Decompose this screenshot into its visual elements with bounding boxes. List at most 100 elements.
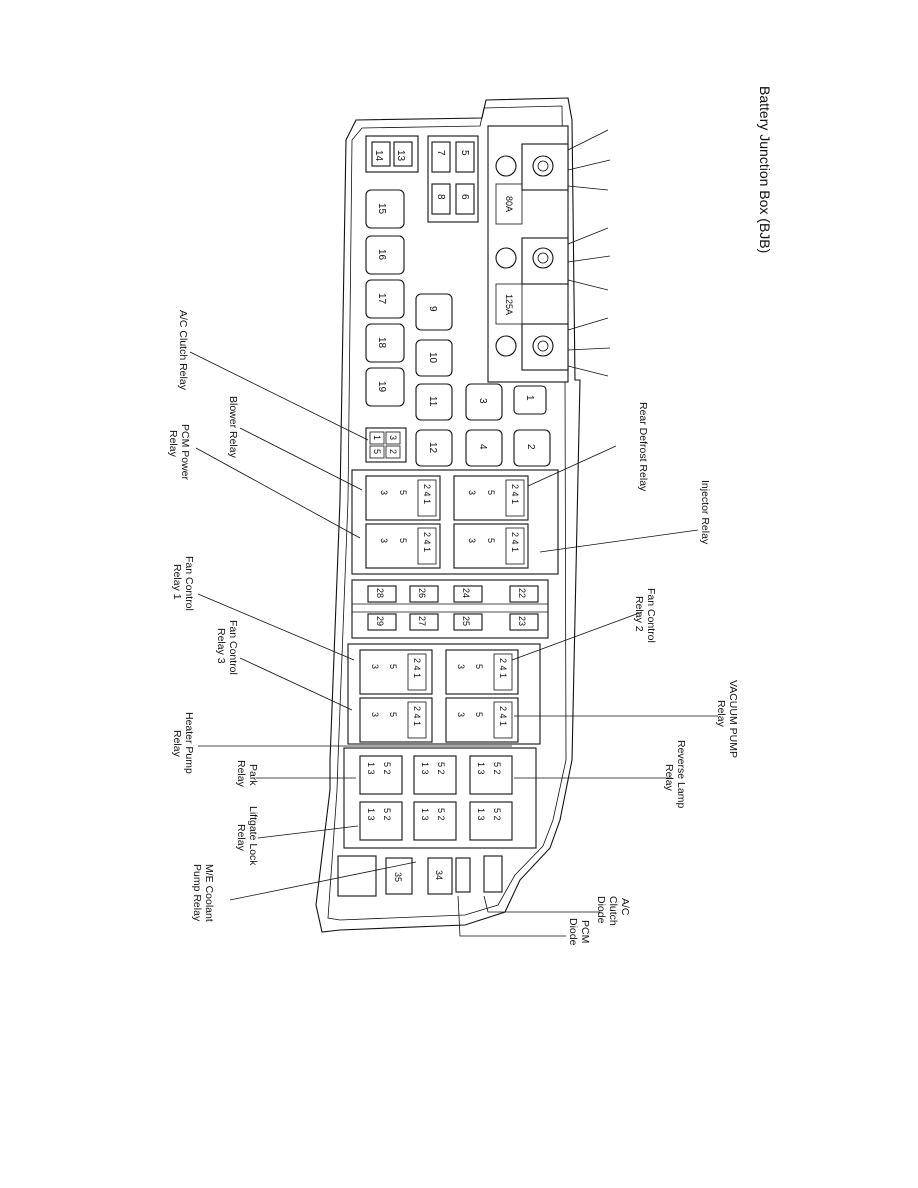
svg-text:1 3: 1 3 xyxy=(476,808,486,821)
ac-clutch-diode-label-2: Clutch xyxy=(607,896,619,926)
svg-text:1 3: 1 3 xyxy=(476,762,486,775)
svg-text:3: 3 xyxy=(456,712,466,717)
me-coolant-pump-relay-label-2: Pump Relay xyxy=(191,864,203,922)
park-relay-label-2: Relay xyxy=(235,760,247,788)
callout-labels: A/C Clutch Relay Blower Relay PCM Power … xyxy=(167,310,739,946)
svg-text:5 2: 5 2 xyxy=(436,808,446,821)
micro-relay-grid: 1 3 5 2 1 3 5 2 1 3 5 2 1 3 5 2 1 3 5 2 … xyxy=(343,747,537,849)
fan-control-relay-2-label-1: Fan Control xyxy=(645,588,657,643)
ac-clutch-diode-label-1: A/C xyxy=(619,898,631,916)
svg-text:1 3: 1 3 xyxy=(366,762,376,775)
reverse-lamp-relay-label-2: Relay xyxy=(663,764,675,792)
fan-control-relay-3-label-1: Fan Control xyxy=(227,620,239,675)
vacuum-pump-relay-label-1: VACUUM PUMP xyxy=(727,680,739,758)
fuse-17-label: 17 xyxy=(376,293,387,305)
leader-lines xyxy=(189,351,718,937)
reverse-lamp-relay-label-1: Reverse Lamp xyxy=(675,740,687,808)
bottom-component-row: 35 34 xyxy=(337,855,503,897)
svg-text:3: 3 xyxy=(379,490,389,495)
mid-fuse-block: 9 10 11 12 3 4 2 1 xyxy=(415,293,551,467)
fuse-8-label: 8 xyxy=(435,194,446,200)
mini-fuse-row: 28 26 24 22 29 27 25 23 xyxy=(351,579,549,639)
svg-text:5: 5 xyxy=(474,664,484,669)
ac-pin-2: 2 xyxy=(388,449,398,454)
svg-text:2 4 1: 2 4 1 xyxy=(510,532,520,552)
fuse-3-label: 3 xyxy=(477,398,488,404)
fuse-11-label: 11 xyxy=(427,396,438,407)
top-mini-fuse-block: 14 13 5 7 6 8 xyxy=(365,135,479,223)
ac-pin-3: 3 xyxy=(388,435,398,440)
svg-text:2 4 1: 2 4 1 xyxy=(422,532,432,552)
pcm-power-relay-label-1: PCM Power xyxy=(179,424,191,481)
fuse-6-label: 6 xyxy=(459,194,470,200)
heater-pump-relay-label-1: Heater Pump xyxy=(183,712,195,774)
pcm-diode-label-2: Diode xyxy=(567,918,579,946)
fuse-26-label: 26 xyxy=(417,588,427,598)
fuse-24-label: 24 xyxy=(461,588,471,598)
svg-text:3: 3 xyxy=(370,712,380,717)
svg-text:5 2: 5 2 xyxy=(436,762,446,775)
ac-pin-5: 5 xyxy=(372,449,382,454)
svg-text:1 3: 1 3 xyxy=(366,808,376,821)
vacuum-pump-relay-label-2: Relay xyxy=(715,700,727,728)
svg-text:2 4 1: 2 4 1 xyxy=(412,658,422,678)
svg-text:5 2: 5 2 xyxy=(492,762,502,775)
maxi-fuse-column: 15 16 17 18 19 xyxy=(365,189,405,407)
heater-pump-relay-label-2: Relay xyxy=(171,730,183,758)
svg-text:5 2: 5 2 xyxy=(382,808,392,821)
svg-text:2 4 1: 2 4 1 xyxy=(510,484,520,504)
fuse-15-label: 15 xyxy=(376,203,387,215)
svg-text:2 4 1: 2 4 1 xyxy=(422,484,432,504)
fuse-7-label: 7 xyxy=(435,150,446,156)
lower-relay-block: 3 5 2 4 1 3 5 2 4 1 3 5 2 4 1 3 5 2 4 1 xyxy=(347,643,541,745)
svg-text:2 4 1: 2 4 1 xyxy=(498,658,508,678)
svg-text:5: 5 xyxy=(388,712,398,717)
fan-control-relay-3-label-2: Relay 3 xyxy=(215,628,227,664)
fuse-18-label: 18 xyxy=(376,337,387,349)
fuse-28-label: 28 xyxy=(375,588,385,598)
svg-text:5 2: 5 2 xyxy=(382,762,392,775)
mega-fuse-80a-label: 80A xyxy=(504,196,514,212)
svg-text:1 3: 1 3 xyxy=(420,808,430,821)
ac-clutch-relay-label: A/C Clutch Relay xyxy=(177,310,189,391)
blower-relay-label: Blower Relay xyxy=(227,396,239,459)
fuse-9-label: 9 xyxy=(427,306,438,312)
svg-text:3: 3 xyxy=(456,664,466,669)
svg-text:5: 5 xyxy=(388,664,398,669)
mega-fuse-125a-label: 125A xyxy=(504,294,514,315)
svg-text:5: 5 xyxy=(486,538,496,543)
ac-clutch-relay-block: 1 3 5 2 xyxy=(365,427,407,463)
svg-text:3: 3 xyxy=(379,538,389,543)
fuse-29-label: 29 xyxy=(375,616,385,626)
upper-relay-block: 3 5 2 4 1 3 5 2 4 1 3 5 2 4 1 3 5 2 4 1 xyxy=(351,469,559,575)
fuse-2-label: 2 xyxy=(525,444,536,450)
fuse-1-label: 1 xyxy=(524,395,535,401)
fuse-14-label: 14 xyxy=(373,150,384,162)
injector-relay-label: Injector Relay xyxy=(699,480,711,545)
fuse-16-label: 16 xyxy=(376,249,387,261)
fuse-23-label: 23 xyxy=(517,616,527,626)
svg-text:5 2: 5 2 xyxy=(492,808,502,821)
pcm-diode-label-1: PCM xyxy=(579,920,591,943)
park-relay-label-1: Park xyxy=(247,764,259,786)
fuse-12-label: 12 xyxy=(427,442,438,454)
svg-text:3: 3 xyxy=(467,538,477,543)
svg-text:5: 5 xyxy=(398,538,408,543)
pcm-power-relay-label-2: Relay xyxy=(167,430,179,458)
fuse-27-label: 27 xyxy=(417,616,427,626)
svg-text:3: 3 xyxy=(370,664,380,669)
diagram-title: Battery Junction Box (BJB) xyxy=(757,86,773,253)
mega-fuse-block: 80A 125A xyxy=(487,125,611,383)
ac-clutch-diode-label-3: Diode xyxy=(595,896,607,924)
fuse-4-label: 4 xyxy=(477,444,488,450)
liftgate-lock-relay-label-1: Liftgate Lock xyxy=(247,806,259,866)
fuse-34-label: 34 xyxy=(434,870,444,880)
fuse-5-label: 5 xyxy=(459,150,470,156)
fuse-22-label: 22 xyxy=(517,588,527,598)
fuse-25-label: 25 xyxy=(461,616,471,626)
fuse-13-label: 13 xyxy=(395,150,406,162)
svg-text:1 3: 1 3 xyxy=(420,762,430,775)
me-coolant-pump-relay-label-1: M/E Coolant xyxy=(203,864,215,922)
svg-text:5: 5 xyxy=(486,490,496,495)
fuse-19-label: 19 xyxy=(376,381,387,393)
